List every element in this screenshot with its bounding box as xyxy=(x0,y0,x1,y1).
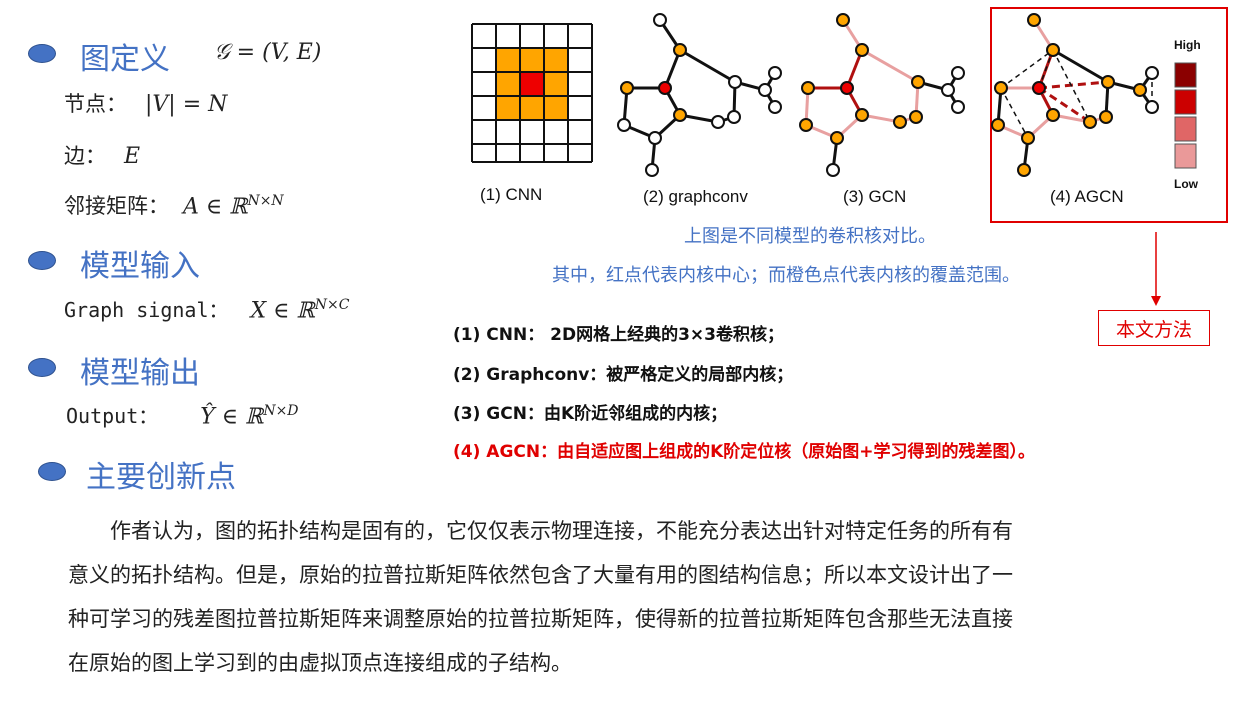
item-agcn: (4) AGCN：由自适应图上组成的K阶定位核（原始图+学习得到的残差图）。 xyxy=(453,442,1036,462)
model-input-label: Graph signal： xyxy=(64,298,229,322)
method-tag: 本文方法 xyxy=(1098,310,1210,346)
bullet-graph-def xyxy=(28,44,56,63)
adjacency-formula-sup: N×N xyxy=(247,192,284,209)
edge-label: 边： xyxy=(64,144,106,168)
edge-formula: E xyxy=(124,144,141,169)
method-arrow xyxy=(1151,232,1161,306)
node-formula: |V| = N xyxy=(145,92,228,117)
legend-high-label: High xyxy=(1174,38,1201,52)
paragraph-line-1: 作者认为，图的拓扑结构是固有的，它仅仅表示物理连接，不能充分表达出针对特定任务的… xyxy=(68,519,1013,543)
model-output-formula-sup: N×D xyxy=(263,402,299,419)
paragraph-line-3: 种可学习的残差图拉普拉斯矩阵来调整原始的拉普拉斯矩阵，使得新的拉普拉斯矩阵包含那… xyxy=(68,607,1013,631)
adjacency-formula: A ∈ ℝN×N xyxy=(183,193,284,219)
model-input-formula-base: X ∈ ℝ xyxy=(250,298,315,323)
graphconv-nodes xyxy=(617,13,782,177)
item-cnn: (1) CNN： 2D网格上经典的3×3卷积核； xyxy=(453,325,784,345)
adjacency-line: 邻接矩阵： A ∈ ℝN×N xyxy=(64,190,284,220)
method-tag-label: 本文方法 xyxy=(1115,318,1192,341)
adjacency-formula-base: A ∈ ℝ xyxy=(183,194,248,219)
gcn-graph xyxy=(804,19,960,171)
legend-swatch-2 xyxy=(1174,89,1197,115)
node-line: 节点： |V| = N xyxy=(64,88,227,118)
model-output-formula-base: Ŷ ∈ ℝ xyxy=(200,404,264,429)
weight-legend: High Low xyxy=(1174,38,1201,191)
paragraph-line-4: 在原始的图上学习到的由虚拟顶点连接组成的子结构。 xyxy=(68,651,572,675)
legend-low-label: Low xyxy=(1174,177,1199,191)
model-output-formula: Ŷ ∈ ℝN×D xyxy=(200,403,298,429)
legend-swatch-1 xyxy=(1174,62,1197,88)
heading-innovation: 主要创新点 xyxy=(86,452,236,496)
bullet-innovation xyxy=(38,462,66,481)
figure-note-1: 上图是不同模型的卷积核对比。 xyxy=(684,226,936,247)
bullet-model-output xyxy=(28,358,56,377)
edge-line: 边： E xyxy=(64,140,140,170)
cnn-grid xyxy=(471,23,593,163)
model-input-line: Graph signal： X ∈ ℝN×C xyxy=(64,294,349,323)
gcn-nodes xyxy=(799,13,965,177)
model-input-formula: X ∈ ℝN×C xyxy=(251,297,350,323)
adjacency-label: 邻接矩阵： xyxy=(64,194,169,218)
agcn-graph xyxy=(996,19,1154,171)
legend-swatch-3 xyxy=(1174,116,1197,142)
item-gcn: (3) GCN：由K阶近邻组成的内核； xyxy=(453,404,728,424)
heading-graph-def: 图定义 xyxy=(80,34,170,78)
agcn-nodes xyxy=(991,13,1159,177)
legend-swatch-4 xyxy=(1174,143,1197,169)
item-graphconv: (2) Graphconv：被严格定义的局部内核； xyxy=(453,365,794,385)
graph-def-formula: 𝒢 = (V, E) xyxy=(214,40,322,65)
model-input-title: 模型输入 xyxy=(80,249,200,284)
heading-model-input: 模型输入 xyxy=(80,241,200,285)
bullet-model-input xyxy=(28,251,56,270)
innovation-title: 主要创新点 xyxy=(86,460,236,495)
caption-agcn: (4) AGCN xyxy=(1050,187,1124,206)
model-output-line: Output： Ŷ ∈ ℝN×D xyxy=(66,400,299,429)
agcn-highlight-box xyxy=(990,7,1228,223)
graphconv-graph xyxy=(622,19,777,171)
caption-cnn: (1) CNN xyxy=(480,185,542,204)
model-output-label: Output： xyxy=(66,404,159,428)
model-output-title: 模型输出 xyxy=(80,356,200,391)
caption-gcn: (3) GCN xyxy=(843,187,906,206)
graph-def-title: 图定义 xyxy=(80,42,170,77)
paragraph-line-2: 意义的拓扑结构。但是，原始的拉普拉斯矩阵依然包含了大量有用的图结构信息；所以本文… xyxy=(68,563,1013,587)
caption-graphconv: (2) graphconv xyxy=(643,187,748,206)
figure-note-2: 其中，红点代表内核中心；而橙色点代表内核的覆盖范围。 xyxy=(552,265,1020,286)
kernel-comparison-figure: High Low (1) CNN (2) graphconv (3) GCN (… xyxy=(471,7,1228,223)
model-input-formula-sup: N×C xyxy=(314,296,350,313)
node-label: 节点： xyxy=(64,92,127,116)
heading-model-output: 模型输出 xyxy=(80,348,200,392)
